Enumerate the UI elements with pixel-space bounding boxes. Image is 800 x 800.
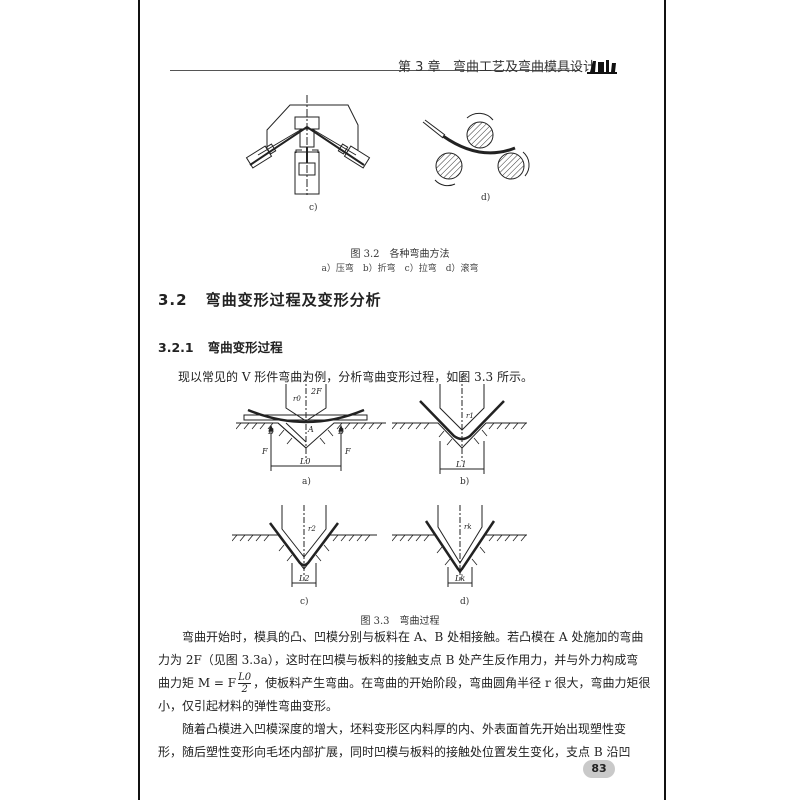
formula-text: 曲力矩 M = F <box>158 676 237 690</box>
label-B-right: B <box>337 427 344 436</box>
page-number: 83 <box>583 760 615 778</box>
subsection-number: 3.2.1 <box>158 340 194 355</box>
figure-3-3c-label: c) <box>300 597 309 607</box>
label-2F: 2F <box>310 387 322 396</box>
figure-3-2d-roll-bending <box>422 112 530 187</box>
section-number: 3.2 <box>158 291 188 309</box>
figure-3-3c: r2 L2 <box>232 505 377 587</box>
figure-3-2c-label: c) <box>309 203 318 213</box>
figure-3-3d-label: d) <box>460 597 470 607</box>
label-L0: L0 <box>299 457 310 466</box>
body-text: 弯曲开始时，模具的凸、凹模分别与板料在 A、B 处相接触。若凸模在 A 处施加的… <box>158 626 651 764</box>
body-line: 形，随后塑性变形向毛坯内部扩展，同时凹模与板料的接触处位置发生变化，支点 B 沿… <box>158 745 631 759</box>
subsection-title: 弯曲变形过程 <box>207 340 283 355</box>
figure-3-3-caption: 图 3.3 弯曲过程 <box>360 616 440 627</box>
intro-paragraph: 现以常见的 V 形件弯曲为例，分析弯曲变形过程，如图 3.3 所示。 <box>178 370 534 384</box>
body-line: 小，仅引起材料的弹性弯曲变形。 <box>158 699 339 713</box>
label-F-left: F <box>261 447 268 456</box>
figure-3-2-subcaption: a）压弯 b）折弯 c）拉弯 d）滚弯 <box>321 264 479 274</box>
chapter-number: 第 3 章 <box>398 60 441 75</box>
fraction-denominator: 2 <box>241 684 248 695</box>
formula-tail: ，使板料产生弯曲。在弯曲的开始阶段，弯曲圆角半径 r 很大，弯曲力矩很 <box>253 676 651 690</box>
figure-3-2-caption: 图 3.2 各种弯曲方法 <box>350 249 450 260</box>
running-header: 第 3 章 弯曲工艺及弯曲模具设计 <box>398 56 596 75</box>
label-A: A <box>307 425 314 434</box>
label-Lk: Lk <box>454 574 465 583</box>
label-r1: r1 <box>466 412 474 420</box>
label-L1: L1 <box>455 460 466 469</box>
subsection-heading: 3.2.1 弯曲变形过程 <box>158 337 283 356</box>
body-line: 弯曲开始时，模具的凸、凹模分别与板料在 A、B 处相接触。若凸模在 A 处施加的… <box>182 630 644 644</box>
label-rk: rk <box>464 523 472 531</box>
publisher-logo-icon <box>587 60 617 74</box>
section-title: 弯曲变形过程及变形分析 <box>205 291 382 309</box>
section-heading: 3.2 弯曲变形过程及变形分析 <box>158 289 382 310</box>
page-border-right <box>664 0 666 800</box>
figure-3-2c-stretch-bending <box>245 95 371 195</box>
body-line: 随着凸模进入凹模深度的增大，坯料变形区内料厚的内、外表面首先开始出现塑性变 <box>182 722 627 736</box>
label-B-left: B <box>267 427 274 436</box>
label-r2: r2 <box>308 525 316 533</box>
body-line: 力为 2F（见图 3.3a），这时在凹模与板料的接触支点 B 处产生反作用力，并… <box>158 653 639 667</box>
fraction-numerator: L0 <box>238 672 252 684</box>
figure-3-3a-label: a) <box>302 477 311 487</box>
chapter-title: 弯曲工艺及弯曲模具设计 <box>452 60 596 75</box>
figure-3-3d: rk Lk <box>392 505 527 587</box>
header-rule <box>170 70 580 71</box>
page-border-left <box>138 0 140 800</box>
figure-3-2d-label: d) <box>481 193 491 203</box>
figure-3-3b: r1 L1 <box>392 376 527 474</box>
label-L2: L2 <box>298 574 309 583</box>
figure-3-3b-label: b) <box>460 477 470 487</box>
label-F-right: F <box>344 447 351 456</box>
label-r0: r0 <box>293 395 301 403</box>
figure-3-3a: 2F A B B F F L0 r0 <box>236 376 386 471</box>
